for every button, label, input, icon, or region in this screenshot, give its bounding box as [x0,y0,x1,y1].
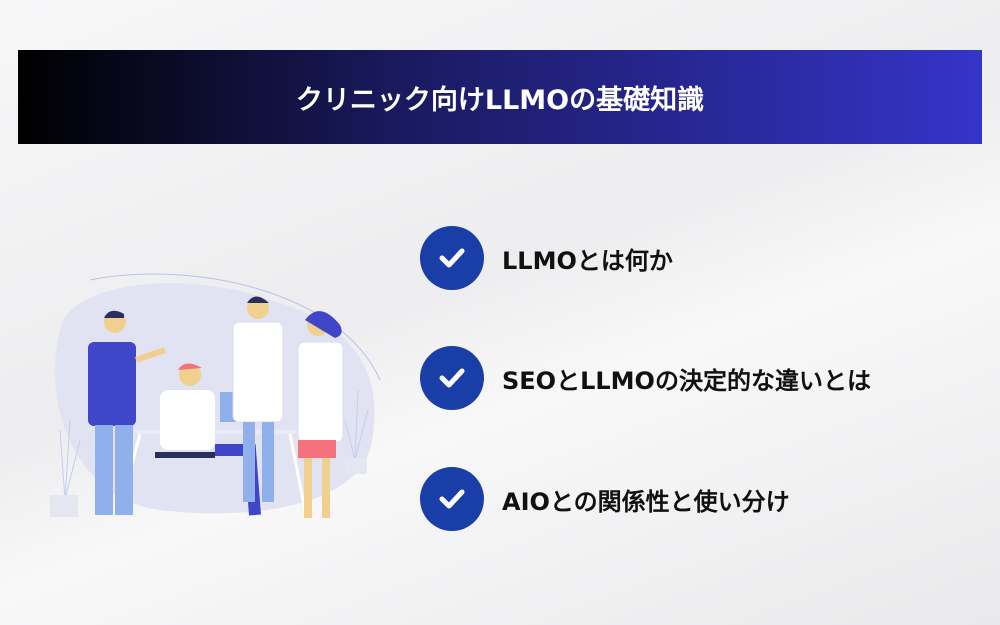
medical-team-illustration [50,273,381,518]
plant-left [59,419,81,501]
title-banner: クリニック向けLLMOの基礎知識 [18,50,982,144]
list-item-label: SEOとLLMOの決定的な違いとは [502,366,871,395]
check-circle-icon [420,346,484,410]
page-title: クリニック向けLLMOの基礎知識 [295,84,705,116]
list-item: AIOとの関係性と使い分け [420,467,790,531]
list-item: LLMOとは何か [420,226,673,290]
list-item: SEOとLLMOの決定的な違いとは [420,346,871,410]
check-circle-icon [420,467,484,531]
check-circle-icon [420,226,484,290]
plant-right [344,389,369,461]
list-item-label: AIOとの関係性と使い分け [502,487,790,516]
list-item-label: LLMOとは何か [502,246,673,275]
